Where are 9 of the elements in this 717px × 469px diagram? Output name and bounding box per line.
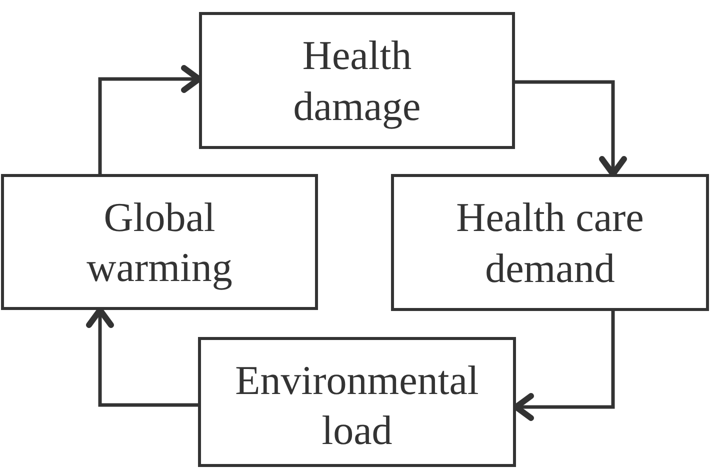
box-label: Health damage xyxy=(292,31,422,131)
box-label: Health care demand xyxy=(455,193,645,292)
box-label: Global warming xyxy=(86,192,234,292)
process-box xyxy=(391,174,709,311)
box-label: Environmental load xyxy=(234,356,480,455)
process-box xyxy=(1,174,318,310)
process-box xyxy=(198,337,516,467)
arrow xyxy=(515,80,627,177)
process-box xyxy=(199,12,515,149)
